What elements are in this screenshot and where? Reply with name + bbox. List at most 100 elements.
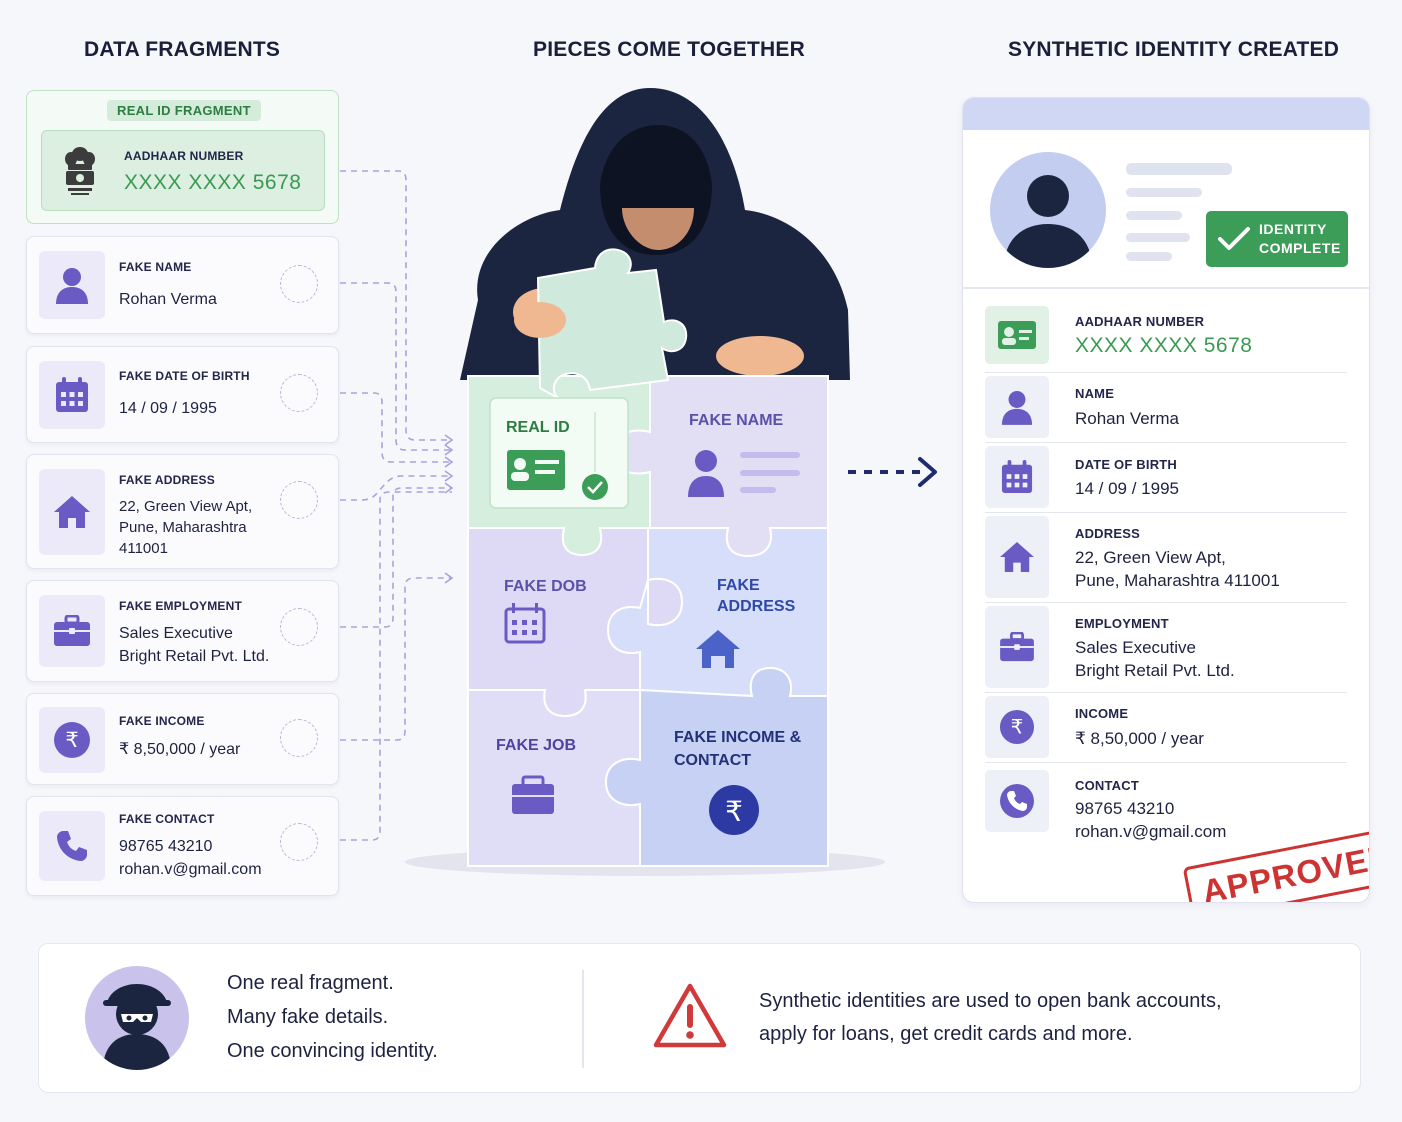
row-icon-box: ₹ bbox=[985, 696, 1049, 758]
empty-slot-circle bbox=[280, 265, 318, 303]
id-card-icon bbox=[998, 321, 1036, 349]
empty-slot-circle bbox=[280, 374, 318, 412]
left-hand bbox=[513, 288, 577, 336]
fragment-value-line-2: rohan.v@gmail.com bbox=[119, 861, 262, 878]
row-value: Rohan Verma bbox=[1075, 409, 1179, 428]
hacker-avatar bbox=[85, 966, 189, 1070]
rupee-icon: ₹ bbox=[999, 709, 1035, 745]
row-divider bbox=[985, 372, 1347, 373]
identity-complete-badge: IDENTITY COMPLETE bbox=[1206, 211, 1348, 267]
row-icon-box bbox=[985, 306, 1049, 364]
title-synthetic-identity: SYNTHETIC IDENTITY CREATED bbox=[1008, 38, 1340, 61]
fragment-value-line-1: Sales Executive bbox=[119, 625, 233, 642]
row-label: NAME bbox=[1075, 386, 1115, 401]
card-row-name: NAME Rohan Verma bbox=[985, 376, 1347, 443]
row-icon-box bbox=[985, 376, 1049, 438]
footer-line-1: One real fragment. bbox=[227, 972, 394, 994]
fragment-icon-box bbox=[39, 469, 105, 555]
person-silhouette-icon bbox=[1004, 175, 1092, 268]
row-label: AADHAAR NUMBER bbox=[1075, 314, 1205, 329]
row-label: DATE OF BIRTH bbox=[1075, 457, 1178, 472]
row-label: EMPLOYMENT bbox=[1075, 616, 1169, 631]
puzzle-label-fake-income-2: CONTACT bbox=[674, 752, 752, 769]
national-emblem-icon bbox=[65, 147, 95, 195]
rupee-icon: ₹ bbox=[54, 722, 90, 758]
aadhaar-label: AADHAAR NUMBER bbox=[124, 149, 244, 163]
row-icon-box bbox=[985, 770, 1049, 832]
row-value: XXXX XXXX 5678 bbox=[1075, 334, 1253, 357]
fragment-value: 14 / 09 / 1995 bbox=[119, 400, 217, 417]
row-label: INCOME bbox=[1075, 706, 1129, 721]
row-value-line-2: Bright Retail Pvt. Ltd. bbox=[1075, 661, 1235, 680]
warning-line-2: apply for loans, get credit cards and mo… bbox=[759, 1023, 1133, 1045]
card-row-income: ₹ INCOME ₹ 8,50,000 / year bbox=[985, 696, 1347, 763]
aadhaar-panel: AADHAAR NUMBER XXXX XXXX 5678 bbox=[41, 130, 325, 211]
card-row-dob: DATE OF BIRTH 14 / 09 / 1995 bbox=[985, 446, 1347, 513]
fragment-value-line-1: 98765 43210 bbox=[119, 838, 213, 855]
person-icon bbox=[56, 268, 88, 304]
puzzle-label-fake-address-2: ADDRESS bbox=[717, 598, 796, 615]
fragment-fake-name: FAKE NAME Rohan Verma bbox=[26, 236, 339, 334]
svg-text:₹: ₹ bbox=[1011, 716, 1024, 739]
fragment-fake-address: FAKE ADDRESS 22, Green View Apt, Pune, M… bbox=[26, 454, 339, 569]
footer-divider bbox=[582, 970, 584, 1068]
fragment-icon-box bbox=[39, 595, 105, 667]
puzzle-label-real-id: REAL ID bbox=[506, 419, 570, 436]
footer-line-2: Many fake details. bbox=[227, 1006, 389, 1028]
fragment-value-line-2: Pune, Maharashtra bbox=[119, 519, 247, 536]
synthetic-identity-card: IDENTITY COMPLETE AADHAAR NUMBER XXXX XX… bbox=[962, 97, 1370, 903]
card-row-contact: CONTACT 98765 43210 rohan.v@gmail.com bbox=[985, 770, 1347, 856]
puzzle-label-fake-name: FAKE NAME bbox=[689, 412, 784, 429]
fragment-label: FAKE ADDRESS bbox=[119, 473, 215, 487]
fragment-icon-box bbox=[39, 361, 105, 429]
check-icon bbox=[1218, 227, 1250, 250]
placeholder-bar bbox=[1126, 252, 1172, 261]
fragment-value-line-2: Bright Retail Pvt. Ltd. bbox=[119, 648, 270, 665]
card-row-employment: EMPLOYMENT Sales Executive Bright Retail… bbox=[985, 606, 1347, 693]
puzzle-label-fake-dob: FAKE DOB bbox=[504, 578, 587, 595]
calendar-icon bbox=[56, 377, 88, 412]
svg-text:₹: ₹ bbox=[65, 728, 78, 752]
fragment-label: FAKE NAME bbox=[119, 260, 192, 274]
puzzle-label-fake-address-1: FAKE bbox=[717, 577, 760, 594]
card-row-address: ADDRESS 22, Green View Apt, Pune, Mahara… bbox=[985, 516, 1347, 603]
empty-slot-circle bbox=[280, 608, 318, 646]
briefcase-icon bbox=[1000, 632, 1034, 662]
card-header-bar bbox=[963, 98, 1369, 130]
empty-slot-circle bbox=[280, 823, 318, 861]
fragment-icon-box bbox=[39, 811, 105, 881]
home-icon bbox=[54, 496, 90, 528]
identity-complete-text: IDENTITY COMPLETE bbox=[1259, 221, 1341, 256]
row-icon-box bbox=[985, 606, 1049, 688]
phone-icon bbox=[57, 831, 87, 861]
footer-line-3: One convincing identity. bbox=[227, 1040, 438, 1062]
placeholder-bar bbox=[1126, 211, 1182, 220]
fragment-value-line-1: 22, Green View Apt, bbox=[119, 498, 253, 515]
avatar bbox=[990, 152, 1106, 268]
fragment-fake-dob: FAKE DATE OF BIRTH 14 / 09 / 1995 bbox=[26, 346, 339, 443]
placeholder-bar bbox=[1126, 233, 1190, 242]
fragment-icon-box: ₹ bbox=[39, 707, 105, 773]
svg-text:₹: ₹ bbox=[725, 795, 743, 828]
empty-slot-circle bbox=[280, 719, 318, 757]
row-value: 14 / 09 / 1995 bbox=[1075, 479, 1179, 498]
placeholder-bar bbox=[1126, 163, 1232, 175]
fragment-value: Rohan Verma bbox=[119, 291, 217, 308]
home-icon bbox=[1000, 541, 1034, 573]
puzzle-label-fake-job: FAKE JOB bbox=[496, 737, 577, 754]
briefcase-icon bbox=[54, 615, 90, 646]
fragment-fake-contact: FAKE CONTACT 98765 43210 rohan.v@gmail.c… bbox=[26, 796, 339, 896]
placeholder-bar bbox=[1126, 188, 1202, 197]
fragment-value-line-3: 411001 bbox=[119, 540, 168, 557]
fragment-label: FAKE DATE OF BIRTH bbox=[119, 369, 250, 383]
fragment-fake-income: ₹ FAKE INCOME ₹ 8,50,000 / year bbox=[26, 693, 339, 785]
real-id-fragment-card: REAL ID FRAGMENT AADHAAR NUMBER XXXX XXX… bbox=[26, 90, 339, 224]
right-hand bbox=[716, 336, 804, 376]
row-divider bbox=[985, 602, 1347, 603]
empty-slot-circle bbox=[280, 481, 318, 519]
fragment-fake-employment: FAKE EMPLOYMENT Sales Executive Bright R… bbox=[26, 580, 339, 682]
puzzle-label-fake-income-1: FAKE INCOME & bbox=[674, 729, 802, 746]
row-value-line-1: 98765 43210 bbox=[1075, 799, 1175, 818]
row-divider bbox=[985, 692, 1347, 693]
phone-icon bbox=[1000, 784, 1034, 818]
